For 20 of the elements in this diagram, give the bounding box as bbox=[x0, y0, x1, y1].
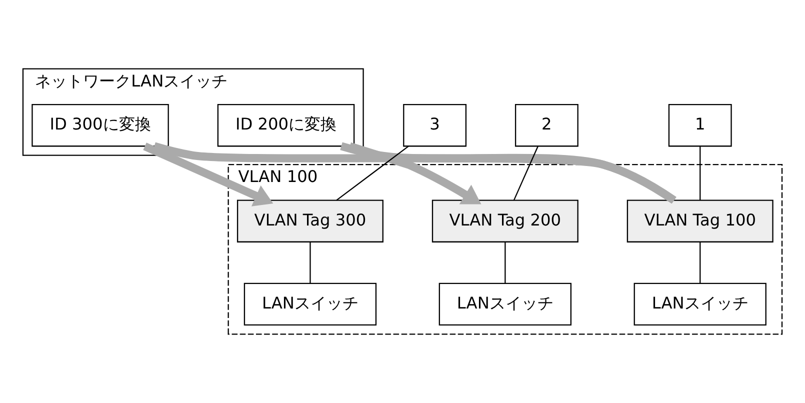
connector bbox=[153, 142, 676, 204]
node-box: VLAN Tag 300 bbox=[236, 200, 384, 242]
connector bbox=[513, 146, 538, 200]
node-box: ID 200に変換 bbox=[217, 104, 355, 147]
node-box: 1 bbox=[668, 104, 732, 147]
connector bbox=[310, 242, 311, 284]
node-box: 3 bbox=[403, 104, 467, 147]
connector bbox=[700, 242, 701, 284]
node-box: LANスイッチ bbox=[244, 282, 377, 326]
connector bbox=[700, 146, 701, 200]
arrow bbox=[348, 142, 482, 204]
node-box: ID 300に変換 bbox=[32, 104, 169, 147]
arrow bbox=[143, 142, 274, 206]
node-box: LANスイッチ bbox=[438, 282, 572, 326]
connector bbox=[336, 146, 409, 201]
connector bbox=[504, 242, 506, 284]
node-box: 2 bbox=[514, 104, 578, 147]
node-box: VLAN Tag 200 bbox=[432, 200, 578, 242]
node-box: VLAN Tag 100 bbox=[626, 200, 774, 242]
node-box: LANスイッチ bbox=[634, 282, 766, 326]
